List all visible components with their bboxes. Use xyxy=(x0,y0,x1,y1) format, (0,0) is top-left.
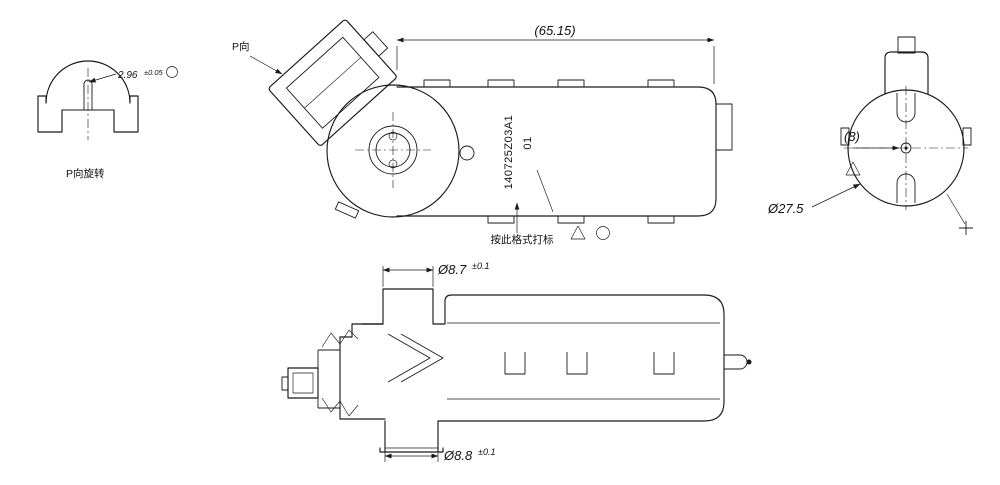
body-outline xyxy=(396,86,717,217)
latch-finger-bottom xyxy=(321,397,359,417)
diameter-leader xyxy=(811,183,861,208)
bottom-boss xyxy=(379,420,444,453)
right-lug xyxy=(962,127,972,146)
top-clip xyxy=(423,79,451,88)
left-post xyxy=(37,95,63,133)
side-view: Ø8.7 ±0.1 Ø8.8 ±0.1 xyxy=(281,261,752,463)
dim-dome-height-value: 2.96 xyxy=(117,70,138,81)
mounting-hole xyxy=(459,145,475,161)
top-clip xyxy=(557,79,585,88)
dome-outline xyxy=(45,60,131,104)
end-view: (8) Ø27.5 xyxy=(767,36,973,235)
marking-code-text: 140725Z03A1 xyxy=(503,115,515,190)
chevron-mark xyxy=(400,333,444,383)
dim-top-boss-tolerance: ±0.1 xyxy=(472,261,489,271)
lower-tab xyxy=(334,201,360,219)
marking-rev-text: 01 xyxy=(522,136,534,149)
label-marking-note: 按此格式打标 xyxy=(491,233,554,246)
label-p-direction: P向 xyxy=(232,40,250,53)
inspection-circle-icon xyxy=(166,66,178,78)
dim-bottom-boss-tolerance: ±0.1 xyxy=(478,447,495,457)
dim-bottom-boss-value: Ø8.8 xyxy=(443,448,473,463)
top-stub xyxy=(884,51,929,95)
top-stub-tab xyxy=(897,36,916,54)
main-body-outline xyxy=(437,294,725,422)
bottom-clip xyxy=(647,215,675,224)
inner-slot xyxy=(504,352,526,375)
warning-triangle-icon xyxy=(845,161,861,176)
inner-slot xyxy=(566,352,588,375)
plan-view: (65.15) P向 140725Z03A1 01 xyxy=(232,19,733,246)
inner-slot xyxy=(653,352,675,375)
view-label-p-rotation: P向旋转 xyxy=(66,167,105,180)
chevron-mark xyxy=(387,333,431,383)
left-block xyxy=(317,349,340,409)
datum-cross-icon xyxy=(959,221,973,235)
leader-line xyxy=(88,73,117,83)
side-pin xyxy=(724,354,748,370)
inspection-circle-icon xyxy=(596,226,610,240)
plug-connector xyxy=(268,19,397,146)
p-direction-arrow xyxy=(249,55,283,75)
left-terminal-box xyxy=(287,367,319,399)
dim-outer-diameter: Ø27.5 xyxy=(767,201,804,216)
dim-dome-height-tolerance: ±0.05 xyxy=(144,68,164,77)
top-clip xyxy=(647,79,675,88)
rotary-head-outline xyxy=(326,84,460,218)
dim-top-boss-value: Ø8.7 xyxy=(437,262,467,277)
right-terminal xyxy=(716,103,733,151)
left-lug xyxy=(840,127,850,146)
top-boss xyxy=(382,288,434,325)
detail-view-p-rotation: 2.96 ±0.05 P向旋转 xyxy=(37,60,178,180)
right-post xyxy=(113,95,139,133)
bottom-clip xyxy=(487,215,515,224)
dim-overall-length: (65.15) xyxy=(534,23,575,38)
bottom-clip xyxy=(557,215,585,224)
dim-pin-offset: (8) xyxy=(844,129,860,144)
warning-triangle-icon xyxy=(570,225,586,240)
latch-finger-top xyxy=(321,329,359,348)
top-clip xyxy=(487,79,515,88)
